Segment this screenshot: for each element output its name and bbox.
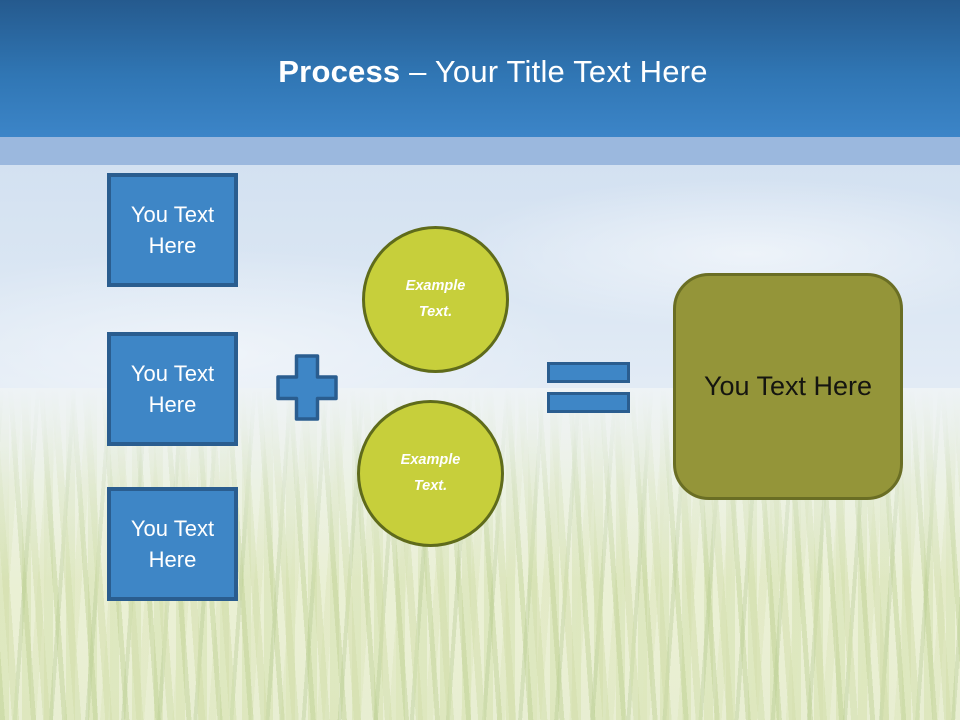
slide-title-keyword: Process xyxy=(278,54,401,89)
example-circle-1-label: Example Text. xyxy=(405,278,466,320)
example-circle-2-label: Example Text. xyxy=(400,452,461,494)
title-bar: Process – Your Title Text Here xyxy=(0,0,960,137)
input-box-1[interactable]: You Text Here xyxy=(107,173,238,287)
example-circle-2[interactable]: Example Text. xyxy=(357,400,504,547)
equals-bar-top xyxy=(547,362,630,383)
input-box-2[interactable]: You Text Here xyxy=(107,332,238,446)
plus-icon xyxy=(276,354,338,421)
result-box-label: You Text Here xyxy=(703,371,873,401)
input-box-3[interactable]: You Text Here xyxy=(107,487,238,601)
example-circle-1[interactable]: Example Text. xyxy=(362,226,509,373)
input-box-1-label: You Text Here xyxy=(130,201,215,258)
slide-title-subtitle: – Your Title Text Here xyxy=(409,54,708,89)
input-box-2-label: You Text Here xyxy=(130,360,215,417)
slide-title[interactable]: Process – Your Title Text Here xyxy=(0,54,960,90)
input-box-3-label: You Text Here xyxy=(130,515,215,572)
equals-bar-bottom xyxy=(547,392,630,413)
result-box[interactable]: You Text Here xyxy=(673,273,903,500)
equals-icon xyxy=(547,362,630,413)
title-accent-band xyxy=(0,137,960,165)
